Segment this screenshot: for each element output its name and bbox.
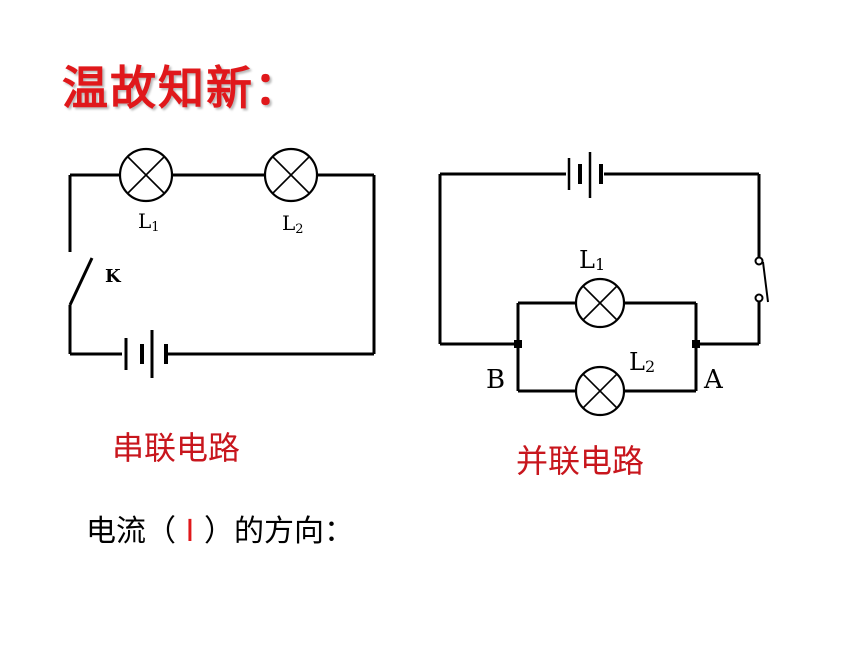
current-direction-question: 电流（ I ）的方向： [86, 506, 354, 550]
series-circuit: L1 L2 K [68, 147, 376, 378]
node-a-label: A [703, 365, 724, 395]
page-title: 温故知新： [62, 61, 302, 115]
parallel-lamp-1 [574, 277, 626, 329]
series-switch-label: K [105, 266, 122, 287]
current-question-suffix: ）的方向： [203, 514, 354, 549]
series-circuit-caption: 串联电路 [112, 429, 241, 467]
series-lamp-1-label: L1 [138, 209, 160, 235]
parallel-battery [567, 152, 603, 198]
parallel-lamp-2-label: L2 [629, 348, 655, 376]
parallel-switch-contact-bottom [754, 293, 764, 303]
series-lamp-1 [118, 147, 174, 203]
series-lamp-2-label: L2 [282, 211, 304, 237]
parallel-circuit: L1 L2 B A [438, 152, 769, 417]
series-battery [124, 330, 168, 378]
parallel-switch-contact-top [754, 256, 764, 266]
parallel-circuit-caption: 并联电路 [516, 442, 645, 480]
junction-b [514, 340, 522, 348]
current-symbol: I [185, 514, 195, 549]
parallel-switch [762, 261, 769, 303]
series-switch [68, 257, 94, 306]
series-lamp-2 [263, 147, 319, 203]
parallel-lamp-1-label: L1 [579, 246, 605, 274]
parallel-lamp-2 [574, 365, 626, 417]
node-b-label: B [486, 365, 505, 395]
junction-a [692, 340, 700, 348]
current-question-prefix: 电流（ [86, 514, 176, 549]
